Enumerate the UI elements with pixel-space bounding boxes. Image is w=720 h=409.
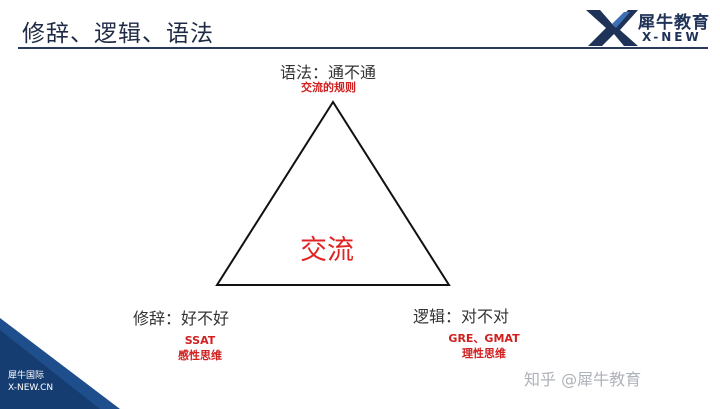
node-right-sub-line1: GRE、GMAT — [448, 332, 520, 345]
corner-badge — [0, 318, 120, 409]
brand-logo: 犀牛教育 X-NEW — [584, 6, 716, 48]
title-divider — [18, 47, 708, 49]
corner-badge-cn: 犀牛国际 — [8, 371, 45, 381]
logo-en-text: X-NEW — [642, 30, 702, 44]
node-top-label: 语法：通不通 — [280, 63, 377, 82]
logo-cn-text: 犀牛教育 — [638, 13, 710, 33]
corner-badge-en: X-NEW.CN — [8, 383, 54, 393]
node-left-sub: SSAT 感性思维 — [170, 333, 230, 363]
page-title: 修辞、逻辑、语法 — [22, 21, 214, 47]
node-top-sub: 交流的规则 — [301, 81, 356, 94]
node-right-sub: GRE、GMAT 理性思维 — [434, 331, 534, 361]
watermark-text: 知乎 @犀牛教育 — [524, 370, 642, 389]
node-right-sub-line2: 理性思维 — [462, 347, 506, 360]
node-left-sub-line1: SSAT — [184, 334, 216, 347]
node-right-label: 逻辑：对不对 — [413, 307, 510, 326]
center-label: 交流 — [300, 235, 354, 266]
x-logo-icon — [586, 10, 638, 46]
node-left-label: 修辞：好不好 — [133, 309, 230, 328]
triangle-shape — [215, 100, 451, 286]
corner-badge-text: 犀牛国际 X-NEW.CN — [8, 370, 53, 394]
node-left-sub-line2: 感性思维 — [178, 349, 222, 362]
